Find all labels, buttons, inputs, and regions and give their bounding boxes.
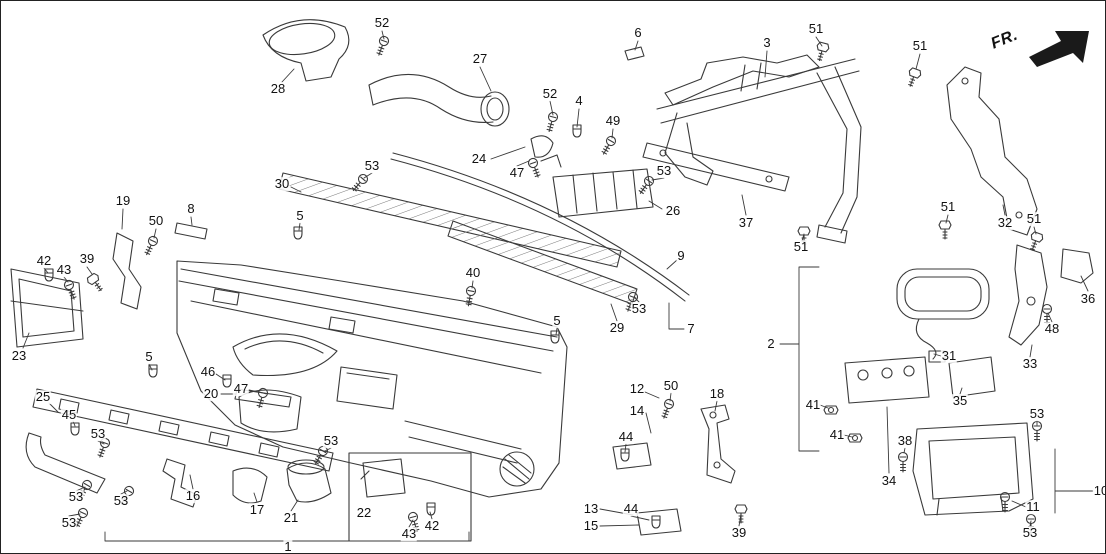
- molding-9-outline: [390, 152, 690, 302]
- clip-6-outline: [624, 46, 645, 61]
- panel-23-outline: [10, 268, 84, 348]
- duct-21-outline: [286, 459, 332, 503]
- strip-8-outline: [174, 222, 208, 240]
- bracket-18-outline: [700, 404, 736, 484]
- clamp-24-outline: [530, 135, 554, 158]
- vent-26-outline: [540, 154, 654, 218]
- duct-27-outline: [368, 73, 510, 127]
- bracket-33-outline: [1008, 244, 1048, 346]
- hanger-beam-3-outline: [656, 54, 862, 244]
- bracket-44b-outline: [636, 508, 682, 536]
- bracket-44a-outline: [612, 442, 652, 470]
- stay-bracket-32-outline: [946, 66, 1038, 236]
- bar-37-outline: [642, 142, 790, 192]
- lower-rail-outline: [25, 388, 334, 494]
- pad-assembly-2-outline: [896, 268, 990, 363]
- instrument-panel-outline: [176, 260, 568, 498]
- piece-17-outline: [232, 467, 268, 504]
- leader-lines: [22, 30, 1094, 547]
- plate-34-outline: [844, 356, 930, 404]
- fr-arrow-icon: [1029, 31, 1089, 67]
- sheet-35-outline: [948, 356, 996, 398]
- duct-28-outline: [262, 19, 350, 82]
- lower-cover-10-outline: [912, 422, 1034, 516]
- bracket-16-outline: [162, 458, 198, 508]
- bracket-36-outline: [1060, 248, 1094, 284]
- bracket-19-outline: [112, 232, 142, 310]
